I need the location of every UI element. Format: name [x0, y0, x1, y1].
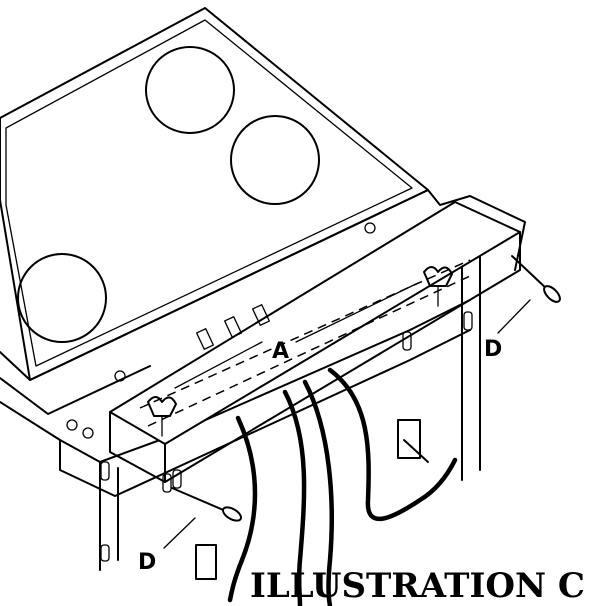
cabinet-rail: [0, 299, 471, 463]
cord: [282, 389, 307, 606]
leader-lines: [163, 282, 531, 549]
cabinet-frame: [0, 189, 526, 571]
cooktop-top-surface: [0, 7, 429, 381]
leader-line-d: [163, 517, 196, 549]
wing-nut-icon: [114, 370, 177, 437]
burner-circle: [17, 253, 107, 343]
leader-line-d: [497, 299, 531, 334]
callout-a: A: [272, 339, 289, 364]
bolt-icon: [171, 487, 243, 522]
cooktop: [0, 7, 429, 415]
cooktop-inner-frame: [5, 19, 413, 367]
cord: [327, 367, 458, 521]
cabinet-rail: [427, 189, 526, 271]
bracket-end: [109, 411, 166, 483]
burner-circle: [230, 115, 320, 205]
frame-hole: [66, 419, 78, 431]
leader-line-a: [174, 341, 263, 389]
bracket-slot: [196, 328, 214, 350]
bracket-slot: [252, 304, 270, 326]
burner-circle: [145, 46, 235, 134]
panel-slot: [100, 544, 110, 562]
frame-slot: [162, 473, 172, 493]
panel-slot: [463, 311, 473, 331]
leader-line-a: [295, 282, 419, 343]
fasteners: [114, 222, 561, 522]
cooktop-front-edge: [0, 189, 429, 381]
frame-hole: [82, 427, 94, 439]
wing-nut-icon: [364, 222, 453, 307]
callout-d-left: D: [138, 550, 156, 575]
cooktop-lower-edge: [0, 365, 151, 415]
bracket-front-face: [164, 231, 521, 483]
cord: [227, 415, 258, 603]
plug: [403, 439, 429, 463]
cord: [302, 379, 334, 606]
panel-slot: [100, 461, 110, 481]
callout-d-right: D: [484, 337, 502, 362]
bracket-slot: [224, 316, 242, 338]
frame-slot: [172, 469, 182, 489]
power-cords: [195, 367, 458, 606]
illustration-title: ILLUSTRATION C: [250, 566, 585, 606]
bolt-icon: [511, 255, 561, 303]
cabinet-rail: [59, 329, 471, 497]
hold-down-bracket-a: [109, 201, 521, 483]
wall-outlet: [195, 544, 217, 580]
